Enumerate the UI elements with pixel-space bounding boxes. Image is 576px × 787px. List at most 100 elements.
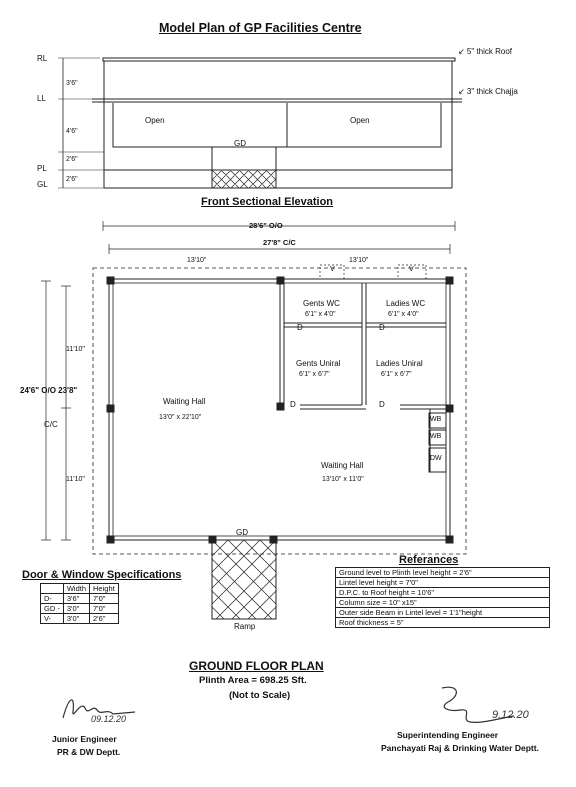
room-ladies-urinal-size: 6'1" x 6'7" — [381, 371, 412, 378]
left-opening — [112, 103, 213, 170]
open-left-label: Open — [145, 116, 165, 125]
table-cell: 3'6" — [62, 593, 91, 604]
door-gents-wc: D — [297, 323, 303, 332]
table-cell: 3'0" — [62, 613, 91, 624]
dim-overall-cc: 27'8" C/C — [263, 238, 296, 247]
table-row: D.P.C. to Roof height = 10'6" — [335, 587, 550, 598]
level-gl: GL — [37, 180, 48, 189]
height-gl: 2'6" — [66, 176, 78, 183]
table-cell: 7'0" — [89, 603, 119, 614]
dim-upper-height: 11'10" — [66, 346, 85, 353]
dim-left-width: 13'10" — [187, 257, 207, 264]
column — [106, 276, 115, 285]
references-table: Ground level to Plinth level height = 2'… — [335, 567, 550, 628]
room-waiting-hall-1-size: 13'0" x 22'10" — [159, 414, 202, 421]
signature-left — [62, 699, 136, 719]
elevation-gd-label: GD — [234, 139, 246, 148]
room-ladies-wc: Ladies WC — [386, 299, 426, 308]
table-cell: Column size = 10" x15" — [335, 597, 550, 608]
wb-box-2 — [428, 429, 447, 446]
junior-engineer-dept: PR & DW Deptt. — [57, 747, 121, 757]
wb-label-1: WB — [430, 416, 442, 423]
dim-overall-oo: 28'6" O/O — [249, 221, 283, 230]
dim-side-overall: 24'6" O/O 23'8" — [20, 386, 78, 395]
ramp-label: Ramp — [234, 622, 256, 631]
door-ladies-urinal: D — [379, 400, 385, 409]
right-signature-date: 9.12.20 — [492, 709, 529, 721]
door-gents-urinal: D — [290, 400, 296, 409]
table-cell: D- — [40, 593, 64, 604]
floor-plan-drawing — [41, 221, 467, 620]
chajja-note: ↙ 3" thick Chajja — [458, 87, 518, 96]
elevation-drawing — [58, 57, 462, 189]
room-ladies-wc-size: 6'1" x 4'0" — [388, 311, 419, 318]
door-window-table: Width Height D- 3'6" 7'0" GD - 3'0" 7'0"… — [40, 583, 119, 624]
table-cell: GD - — [40, 603, 64, 614]
superintending-engineer-dept: Panchayati Raj & Drinking Water Deptt. — [381, 743, 539, 753]
signature-right — [441, 686, 515, 723]
dim-lower-height: 11'10" — [66, 476, 85, 483]
table-row: Ground level to Plinth level height = 2'… — [335, 567, 550, 578]
roof-slab — [102, 57, 456, 62]
ventilator-label-ladies: V — [409, 266, 414, 273]
height-rl-ll: 3'6" — [66, 80, 78, 87]
left-signature-date: 09.12.20 — [91, 714, 127, 724]
table-cell: V- — [40, 613, 64, 624]
table-row: Outer side Beam in Lintel level = 1'1"he… — [335, 607, 550, 618]
door-window-heading: Door & Window Specifications — [22, 569, 182, 581]
table-cell: 2'6" — [89, 613, 119, 624]
table-cell: Lintel level height = 7'0" — [335, 577, 550, 588]
scale-note: (Not to Scale) — [229, 690, 291, 701]
ventilator-label-gents: V — [330, 266, 335, 273]
table-header-cell: Width — [62, 583, 91, 594]
wb-box-1 — [428, 412, 447, 429]
room-waiting-hall-2: Waiting Hall — [321, 461, 364, 470]
table-row: Width Height — [40, 583, 119, 594]
roof-note: ↙ 5" thick Roof — [458, 47, 513, 56]
plinth-area: Plinth Area = 698.25 Sft. — [199, 675, 307, 686]
dim-right-width: 13'10" — [349, 257, 369, 264]
table-cell: D.P.C. to Roof height = 10'6" — [335, 587, 550, 598]
ground-floor-plan-title: GROUND FLOOR PLAN — [189, 659, 324, 673]
table-cell: Outer side Beam in Lintel level = 1'1"he… — [335, 607, 550, 618]
room-waiting-hall-1: Waiting Hall — [163, 397, 206, 406]
level-rl: RL — [37, 54, 48, 63]
table-row: D- 3'6" 7'0" — [40, 593, 119, 604]
room-ladies-urinal: Ladies Uniral — [376, 359, 423, 368]
room-gents-wc-size: 6'1" x 4'0" — [305, 311, 336, 318]
table-cell: Ground level to Plinth level height = 2'… — [335, 567, 550, 578]
level-pl: PL — [37, 164, 47, 173]
height-pl: 2'6" — [66, 156, 78, 163]
dw-box — [428, 447, 447, 473]
dw-label: DW — [430, 455, 442, 462]
page-title: Model Plan of GP Facilities Centre — [159, 21, 362, 35]
superintending-engineer-title: Superintending Engineer — [397, 730, 499, 740]
room-gents-urinal: Gents Uniral — [296, 359, 341, 368]
table-row: GD - 3'0" 7'0" — [40, 603, 119, 614]
table-row: V- 3'0" 2'6" — [40, 613, 119, 624]
room-gents-wc: Gents WC — [303, 299, 340, 308]
table-cell: 7'0" — [89, 593, 119, 604]
table-cell: 3'0" — [62, 603, 91, 614]
table-row: Roof thickness = 5" — [335, 617, 550, 628]
wb-label-2: WB — [430, 433, 442, 440]
table-row: Lintel level height = 7'0" — [335, 577, 550, 588]
ventilator-gents — [319, 264, 345, 280]
junior-engineer-title: Junior Engineer — [52, 734, 117, 744]
table-cell: Roof thickness = 5" — [335, 617, 550, 628]
level-ll: LL — [37, 94, 46, 103]
right-opening — [286, 103, 442, 148]
open-right-label: Open — [350, 116, 370, 125]
height-ll-pl: 4'6" — [66, 128, 78, 135]
room-gents-urinal-size: 6'1" x 6'7" — [299, 371, 330, 378]
plan-gd-label: GD — [236, 528, 248, 537]
room-waiting-hall-2-size: 13'10" x 11'0" — [322, 476, 364, 483]
table-header-cell — [40, 583, 64, 594]
door-ladies-wc: D — [379, 323, 385, 332]
table-row: Column size = 10" x15" — [335, 597, 550, 608]
ventilator-ladies — [397, 264, 427, 280]
elevation-heading: Front Sectional Elevation — [201, 196, 334, 208]
references-heading: Referances — [399, 554, 459, 566]
dim-side-cc: C/C — [44, 420, 58, 429]
